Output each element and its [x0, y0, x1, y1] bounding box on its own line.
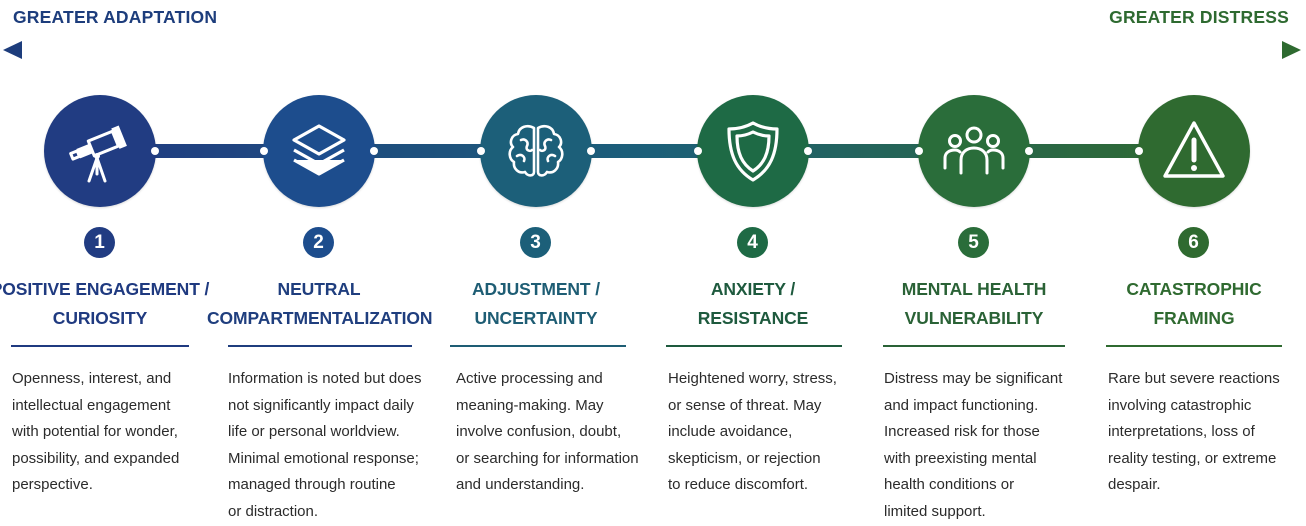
connector-dot	[477, 147, 485, 155]
stage-6-description: Rare but severe reactions involving cata…	[1108, 366, 1303, 499]
left-arrowhead	[3, 41, 22, 59]
description-line: and understanding.	[456, 476, 585, 494]
stage-1-description: Openness, interest, and intellectual eng…	[12, 366, 212, 499]
description-line: meaning-making. May	[456, 396, 604, 414]
stage-3-description: Active processing and meaning-making. Ma…	[456, 366, 656, 499]
description-line: not significantly impact daily	[228, 396, 414, 414]
stage-1-divider	[11, 345, 189, 347]
description-line: Heightened worry, stress,	[668, 370, 837, 387]
stage-1-circle	[44, 95, 156, 207]
layers-icon	[292, 124, 346, 176]
stage-5-number: 5	[958, 227, 989, 258]
description-line: life or personal worldview.	[228, 423, 400, 441]
stage-5-divider	[883, 345, 1065, 347]
description-line: managed through routine	[228, 476, 396, 494]
stage-1-number: 1	[84, 227, 115, 258]
title-line: NEUTRAL	[277, 279, 361, 299]
title-line: MENTAL HEALTH	[901, 279, 1047, 299]
title-line: CURIOSITY	[52, 308, 148, 328]
description-line: and impact functioning.	[884, 396, 1039, 414]
description-line: or sense of threat. May	[668, 396, 822, 414]
stage-6-divider	[1106, 345, 1282, 347]
title-line: RESISTANCE	[697, 308, 809, 328]
description-line: involve confusion, doubt,	[456, 423, 622, 441]
connector-dot	[370, 147, 378, 155]
description-line: Minimal emotional response;	[228, 449, 419, 467]
stage-2-number: 2	[303, 227, 334, 258]
shield-icon	[727, 121, 779, 182]
connector-dot	[151, 147, 159, 155]
description-line: perspective.	[12, 476, 93, 494]
stage-4-description: Heightened worry, stress, or sense of th…	[668, 366, 868, 499]
stage-3-circle	[480, 95, 592, 207]
stage-4-title: ANXIETY / RESISTANCE	[641, 275, 865, 333]
stage-5-circle	[918, 95, 1030, 207]
greater-distress-label: GREATER DISTRESS	[1109, 7, 1289, 27]
warning-triangle-icon	[1163, 121, 1225, 178]
description-line: intellectual engagement	[12, 396, 171, 414]
stage-4-number: 4	[737, 227, 768, 258]
connector-dot	[694, 147, 702, 155]
description-line: with preexisting mental	[884, 449, 1037, 467]
telescope-icon	[69, 125, 127, 183]
right-arrowhead	[1282, 41, 1301, 59]
stage-3-title: ADJUSTMENT / UNCERTAINTY	[424, 275, 648, 333]
title-line: CATASTROPHIC	[1126, 279, 1262, 299]
stage-2-divider	[228, 345, 412, 347]
description-line: Increased risk for those	[884, 423, 1040, 441]
stage-2-title: NEUTRAL COMPARTMENTALIZATION	[207, 275, 433, 333]
title-line: FRAMING	[1153, 308, 1235, 328]
title-line: ANXIETY /	[710, 279, 796, 299]
description-line: to reduce discomfort.	[668, 476, 809, 494]
description-line: interpretations, loss of	[1108, 423, 1255, 441]
connector-dot	[587, 147, 595, 155]
description-line: Information is noted but does	[228, 370, 422, 387]
description-line: or searching for information	[456, 449, 639, 467]
description-line: limited support.	[884, 502, 986, 520]
stage-4-circle	[697, 95, 809, 207]
people-group-icon	[943, 126, 1005, 175]
stage-6-title: CATASTROPHIC FRAMING	[1082, 275, 1306, 333]
stage-3-number: 3	[520, 227, 551, 258]
connector-dot	[260, 147, 268, 155]
title-line: VULNERABILITY	[904, 308, 1044, 328]
stage-2-circle	[263, 95, 375, 207]
description-line: possibility, and expanded	[12, 449, 180, 467]
title-line: ADJUSTMENT /	[471, 279, 601, 299]
connector-dot	[804, 147, 812, 155]
connector-dot	[915, 147, 923, 155]
description-line: Active processing and	[456, 370, 603, 387]
stage-6-circle	[1138, 95, 1250, 207]
stage-1-title: POSITIVE ENGAGEMENT / CURIOSITY	[0, 275, 212, 333]
description-line: Distress may be significant	[884, 370, 1063, 387]
connector-dot	[1135, 147, 1143, 155]
description-line: despair.	[1108, 476, 1161, 494]
spectrum-arrow	[3, 41, 1301, 59]
stage-3-divider	[450, 345, 626, 347]
description-line: or distraction.	[228, 502, 319, 520]
greater-adaptation-label: GREATER ADAPTATION	[13, 7, 218, 27]
description-line: Openness, interest, and	[12, 370, 172, 387]
description-line: include avoidance,	[668, 423, 793, 441]
stage-5-description: Distress may be significant and impact f…	[884, 366, 1084, 526]
description-line: Rare but severe reactions	[1108, 370, 1280, 387]
description-line: involving catastrophic	[1108, 396, 1252, 414]
connector-dot	[1025, 147, 1033, 155]
description-line: health conditions or	[884, 476, 1015, 494]
description-line: reality testing, or extreme	[1108, 449, 1277, 467]
title-line: POSITIVE ENGAGEMENT /	[0, 279, 210, 299]
description-line: skepticism, or rejection	[668, 449, 821, 467]
description-line: with potential for wonder,	[12, 423, 178, 441]
title-line: COMPARTMENTALIZATION	[207, 308, 433, 328]
stage-5-title: MENTAL HEALTH VULNERABILITY	[862, 275, 1086, 333]
stage-connector-line	[100, 144, 1194, 158]
title-line: UNCERTAINTY	[474, 308, 598, 328]
stage-2-description: Information is noted but does not signif…	[228, 366, 443, 526]
stage-4-divider	[666, 345, 842, 347]
stage-6-number: 6	[1178, 227, 1209, 258]
brain-icon	[508, 124, 564, 177]
